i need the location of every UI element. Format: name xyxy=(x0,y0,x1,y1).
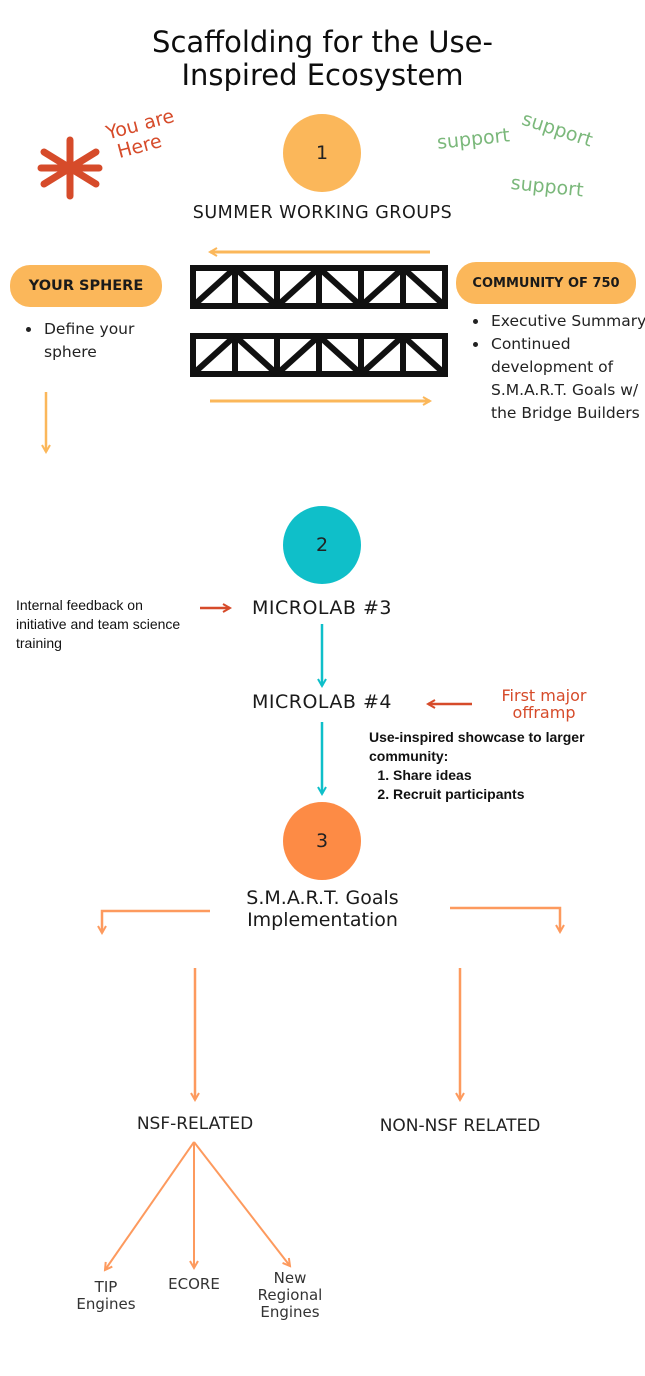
arrow-goals-left xyxy=(102,909,210,933)
your-sphere-pill: YOUR SPHERE xyxy=(10,265,162,307)
nsf-related-label: NSF-RELATED xyxy=(136,1114,254,1134)
title-line-2: Inspired Ecosystem xyxy=(181,58,464,92)
offramp-line-1: First major xyxy=(501,686,587,705)
bridge-truss-bottom xyxy=(190,333,448,377)
star-icon xyxy=(37,136,103,200)
page-title: Scaffolding for the Use- Inspired Ecosys… xyxy=(0,26,645,92)
offramp-line-2: offramp xyxy=(512,703,576,722)
tip-line-1: TIP xyxy=(94,1278,118,1296)
smart-goals-line-1: S.M.A.R.T. Goals xyxy=(246,887,399,909)
arrow-goals-right xyxy=(450,906,560,932)
regional-line-3: Engines xyxy=(260,1303,320,1321)
community-bullet: Continued development of S.M.A.R.T. Goal… xyxy=(489,333,645,425)
community-pill: COMMUNITY OF 750 xyxy=(456,262,636,304)
tip-engines-label: TIP Engines xyxy=(58,1279,154,1313)
showcase-block: Use-inspired showcase to larger communit… xyxy=(369,728,609,804)
arrow-to-regional xyxy=(193,1141,290,1266)
title-line-1: Scaffolding for the Use- xyxy=(152,25,493,59)
ecore-line-1: ECORE xyxy=(168,1275,220,1293)
step-1-circle: 1 xyxy=(283,114,361,192)
microlab-3-label: MICROLAB #3 xyxy=(251,597,393,619)
smart-goals-line-2: Implementation xyxy=(247,909,398,931)
new-regional-engines-label: New Regional Engines xyxy=(244,1270,336,1321)
non-nsf-related-label: NON-NSF RELATED xyxy=(379,1116,541,1136)
regional-line-1: New xyxy=(273,1269,307,1287)
showcase-item: Share ideas xyxy=(393,766,609,785)
ecore-label: ECORE xyxy=(150,1276,238,1293)
step-3-circle: 3 xyxy=(283,802,361,880)
smart-goals-label: S.M.A.R.T. Goals Implementation xyxy=(200,887,445,931)
internal-feedback-text: Internal feedback on initiative and team… xyxy=(16,597,181,651)
step-2-circle: 2 xyxy=(283,506,361,584)
showcase-list: Share ideas Recruit participants xyxy=(369,766,609,804)
bridge-truss-top xyxy=(190,265,448,309)
microlab-4-label: MICROLAB #4 xyxy=(251,691,393,713)
your-sphere-bullets: Define your sphere xyxy=(20,318,192,364)
community-bullet: Executive Summary xyxy=(489,310,645,333)
arrow-to-tip xyxy=(105,1141,195,1270)
regional-line-2: Regional xyxy=(257,1286,323,1304)
your-sphere-bullet: Define your sphere xyxy=(42,318,192,364)
first-offramp-label: First major offramp xyxy=(478,687,610,721)
community-bullets: Executive Summary Continued development … xyxy=(467,310,645,425)
tip-line-2: Engines xyxy=(76,1295,136,1313)
showcase-item: Recruit participants xyxy=(393,785,609,804)
summer-working-groups-label: SUMMER WORKING GROUPS xyxy=(192,203,453,223)
showcase-intro: Use-inspired showcase to larger communit… xyxy=(369,729,585,764)
